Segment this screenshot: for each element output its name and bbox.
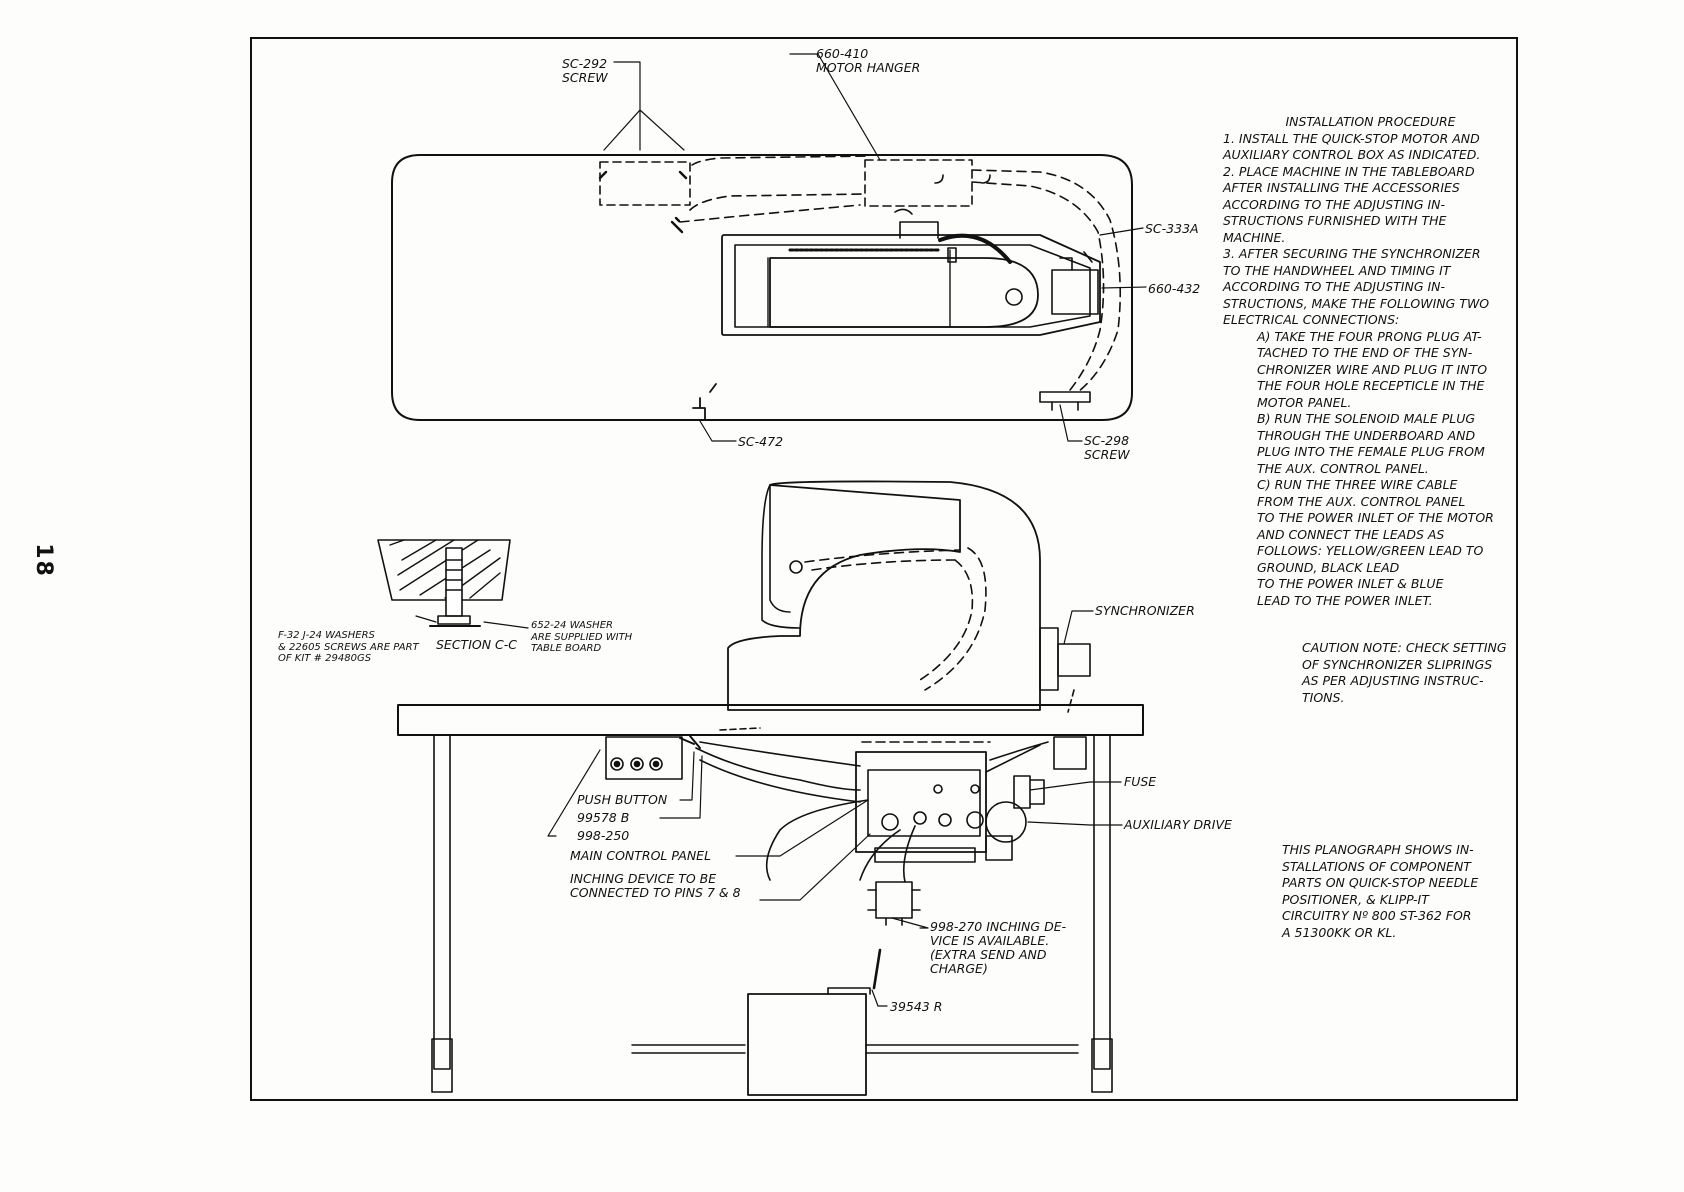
installation-step-3b: b) RUN THE SOLENOID MALE PLUG THROUGH TH… bbox=[1257, 411, 1485, 476]
table-front-view bbox=[397, 704, 1144, 1093]
label-inching-device: INCHING DEVICE TO BE CONNECTED TO PINS 7… bbox=[570, 871, 741, 900]
label-motor-hanger: 660-410 MOTOR HANGER bbox=[816, 46, 921, 75]
label-push-button: PUSH BUTTON bbox=[577, 792, 668, 807]
label-main-control-panel: MAIN CONTROL PANEL bbox=[570, 848, 712, 863]
label-998-270-inching-device: 998-270 INCHING DE- VICE IS AVAILABLE. (… bbox=[930, 919, 1067, 976]
label-sc-298-screw: SC-298 SCREW bbox=[1084, 433, 1130, 462]
label-660-432: 660-432 bbox=[1148, 281, 1201, 296]
section-cc-detail bbox=[377, 539, 529, 629]
label-998-250: 998-250 bbox=[577, 828, 630, 843]
foot-control-drawing bbox=[747, 948, 882, 1096]
label-652-24-washer: 652-24 WASHER ARE SUPPLIED WITH TABLE BO… bbox=[531, 620, 633, 654]
caution-note: CAUTION NOTE: CHECK SETTING OF SYNCHRONI… bbox=[1302, 640, 1507, 705]
label-auxiliary-drive: AUXILIARY DRIVE bbox=[1124, 817, 1232, 832]
sewing-machine-front bbox=[727, 480, 1091, 713]
tableboard-top-view bbox=[391, 154, 1133, 421]
main-control-panel-drawing bbox=[605, 727, 861, 803]
installation-step-3c: c) RUN THE THREE WIRE CABLE FROM THE AUX… bbox=[1257, 477, 1494, 608]
installation-step-3: 3. AFTER SECURING THE SYNCHRONIZER TO TH… bbox=[1223, 246, 1490, 327]
installation-title: INSTALLATION PROCEDURE bbox=[1285, 114, 1456, 129]
label-sc-333a: SC-333A bbox=[1145, 221, 1199, 236]
installation-procedure: INSTALLATION PROCEDURE 1. INSTALL THE QU… bbox=[1223, 114, 1508, 609]
leader-lines-front bbox=[547, 610, 1123, 1007]
label-synchronizer: SYNCHRONIZER bbox=[1095, 603, 1195, 618]
label-fuse: FUSE bbox=[1124, 774, 1157, 789]
label-washers-kit: F-32 J-24 WASHERS & 22605 SCREWS ARE PAR… bbox=[278, 630, 419, 664]
planograph-note: THIS PLANOGRAPH SHOWS IN- STALLATIONS OF… bbox=[1282, 842, 1479, 940]
label-sc-472: SC-472 bbox=[738, 434, 784, 449]
installation-step-3a: a) TAKE THE FOUR PRONG PLUG AT- TACHED T… bbox=[1257, 328, 1488, 410]
label-section-cc: SECTION C-C bbox=[436, 637, 518, 652]
leader-lines-top bbox=[603, 53, 1147, 442]
drawing-frame bbox=[250, 37, 1518, 1101]
label-99578b: 99578 B bbox=[577, 810, 630, 825]
installation-step-1: 1. INSTALL THE QUICK-STOP MOTOR AND AUXI… bbox=[1223, 130, 1481, 163]
label-39543r: 39543 R bbox=[890, 999, 943, 1014]
installation-step-2: 2. PLACE MACHINE IN THE TABLEBOARD AFTER… bbox=[1223, 163, 1475, 245]
motor-under-table bbox=[765, 741, 1049, 883]
label-sc-292-screw: SC-292 SCREW bbox=[562, 56, 608, 85]
